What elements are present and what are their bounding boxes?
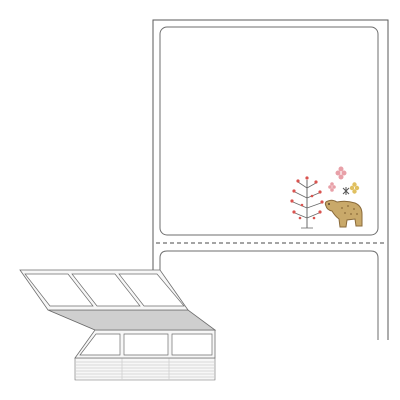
bear-icon <box>324 199 363 228</box>
berries <box>290 176 324 220</box>
stack-top-labels <box>74 329 216 359</box>
flower-small-icon <box>328 182 336 192</box>
folding-web <box>47 309 217 331</box>
main-label <box>159 26 379 236</box>
berry-tree-icon <box>292 180 322 229</box>
stack-base <box>74 357 216 381</box>
bear-tree-illustration <box>290 166 363 229</box>
flower-pink-icon <box>335 166 347 180</box>
liner-sheet <box>152 19 389 340</box>
fanfold-stack-illustration <box>19 269 217 381</box>
liner-outline <box>152 19 389 340</box>
flower-yellow-icon <box>349 182 360 194</box>
sparkle-icon <box>342 187 350 195</box>
next-label <box>159 250 379 340</box>
upper-web-panel <box>19 269 189 311</box>
